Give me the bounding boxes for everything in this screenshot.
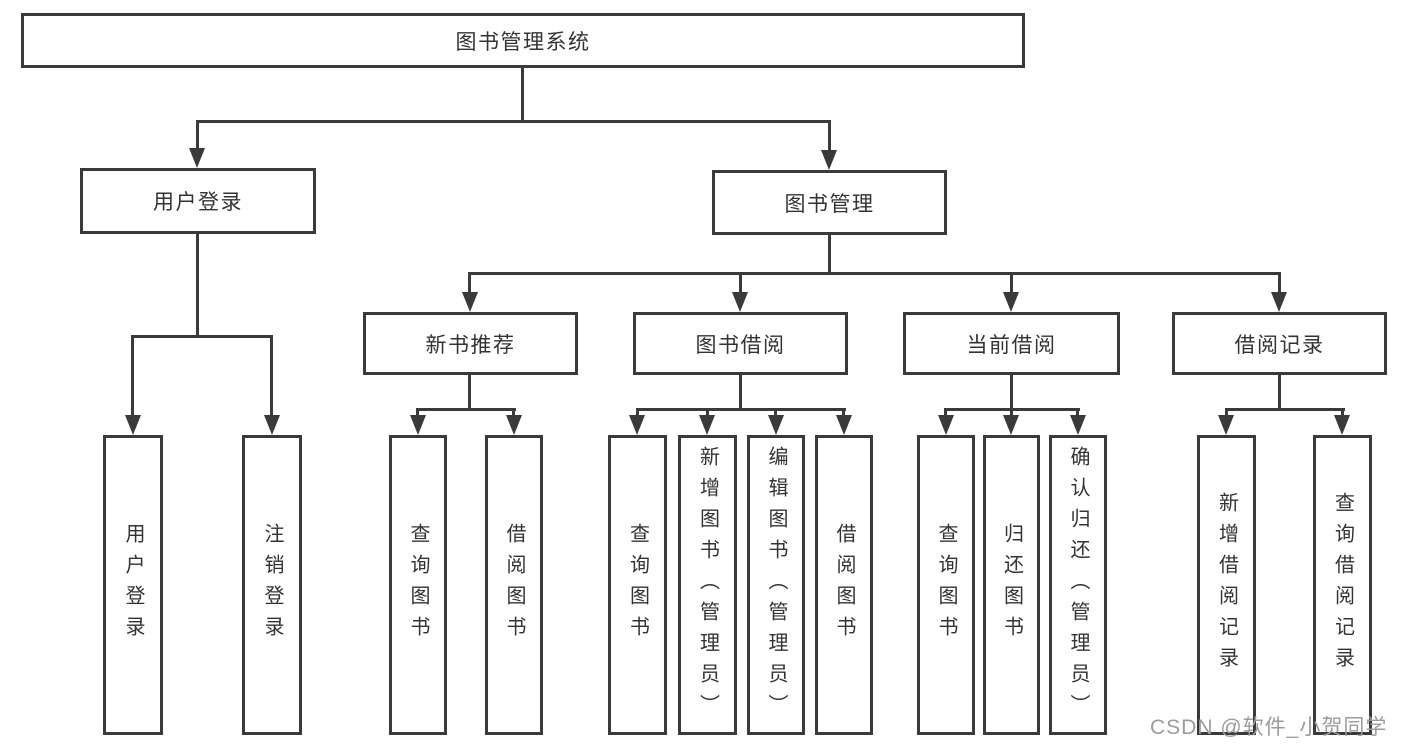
leaf-borrow-book-label: 借阅图书 (833, 523, 855, 647)
arrow-down-icon (1070, 415, 1086, 435)
arrow-down-icon (264, 415, 280, 435)
connector-line (196, 120, 831, 123)
leaf-add-borrow-record: 新增借阅记录 (1197, 435, 1256, 735)
arrow-down-icon (1003, 415, 1019, 435)
leaf-borrow-books-recommend: 借阅图书 (485, 435, 543, 735)
connector-line (468, 272, 471, 294)
connector-line (1010, 272, 1013, 294)
arrow-down-icon (1334, 415, 1350, 435)
leaf-query-borrow-record-label: 查询借阅记录 (1331, 492, 1354, 678)
connector-line (1278, 375, 1281, 411)
connector-line (270, 335, 273, 417)
leaf-user-login-label: 用户登录 (122, 523, 144, 647)
leaf-query-books-recommend-label: 查询图书 (407, 523, 429, 647)
connector-line (1278, 272, 1281, 294)
arrow-down-icon (938, 415, 954, 435)
arrow-down-icon (506, 415, 522, 435)
node-book-borrowing: 图书借阅 (633, 312, 848, 375)
leaf-edit-book-admin: 编辑图书（管理员） (747, 435, 805, 735)
leaf-add-book-admin-label: 新增图书（管理员） (696, 445, 719, 725)
connector-line (1010, 375, 1013, 411)
leaf-confirm-return-admin-label: 确认归还（管理员） (1067, 445, 1089, 725)
connector-line (196, 120, 199, 150)
connector-line (706, 408, 709, 418)
arrow-down-icon (699, 415, 715, 435)
arrow-down-icon (125, 415, 141, 435)
node-user-login: 用户登录 (80, 168, 316, 234)
connector-line (131, 335, 134, 417)
arrow-down-icon (462, 292, 478, 312)
node-library-system: 图书管理系统 (21, 13, 1025, 68)
arrow-down-icon (836, 415, 852, 435)
leaf-query-books-borrowing-label: 查询图书 (626, 523, 649, 647)
leaf-user-login: 用户登录 (103, 435, 163, 735)
connector-line (416, 408, 516, 411)
leaf-edit-book-admin-label: 编辑图书（管理员） (765, 445, 787, 725)
connector-line (636, 408, 846, 411)
connector-line (468, 375, 471, 411)
node-book-management: 图书管理 (712, 170, 947, 235)
connector-line (1076, 408, 1079, 418)
connector-line (1010, 408, 1013, 418)
connector-line (636, 408, 639, 418)
connector-line (131, 335, 273, 338)
leaf-logout-label: 注销登录 (261, 523, 283, 647)
leaf-query-books-borrowing: 查询图书 (608, 435, 667, 735)
connector-line (739, 272, 742, 294)
connector-line (1341, 408, 1344, 418)
leaf-confirm-return-admin: 确认归还（管理员） (1049, 435, 1107, 735)
connector-line (774, 408, 777, 418)
leaf-return-book: 归还图书 (983, 435, 1040, 735)
connector-line (739, 375, 742, 411)
connector-line (828, 235, 831, 275)
leaf-query-books-current-label: 查询图书 (935, 523, 957, 647)
leaf-borrow-books-recommend-label: 借阅图书 (503, 523, 525, 647)
leaf-logout: 注销登录 (242, 435, 302, 735)
connector-line (1225, 408, 1345, 411)
connector-line (416, 408, 419, 418)
arrow-down-icon (1271, 292, 1287, 312)
node-new-book-recommendation: 新书推荐 (363, 312, 578, 375)
leaf-query-books-current: 查询图书 (917, 435, 975, 735)
node-borrowing-records: 借阅记录 (1172, 312, 1387, 375)
connector-line (828, 120, 831, 152)
connector-line (521, 68, 524, 120)
arrow-down-icon (189, 148, 205, 168)
leaf-return-book-label: 归还图书 (1000, 523, 1023, 647)
arrow-down-icon (732, 292, 748, 312)
connector-line (196, 234, 199, 335)
arrow-down-icon (768, 415, 784, 435)
connector-line (842, 408, 845, 418)
leaf-add-borrow-record-label: 新增借阅记录 (1215, 492, 1238, 678)
leaf-borrow-book: 借阅图书 (815, 435, 873, 735)
connector-line (944, 408, 947, 418)
arrow-down-icon (410, 415, 426, 435)
arrow-down-icon (629, 415, 645, 435)
connector-line (468, 272, 1280, 275)
connector-line (1225, 408, 1228, 418)
leaf-query-borrow-record: 查询借阅记录 (1313, 435, 1372, 735)
arrow-down-icon (821, 150, 837, 170)
arrow-down-icon (1218, 415, 1234, 435)
connector-line (512, 408, 515, 418)
leaf-query-books-recommend: 查询图书 (389, 435, 447, 735)
node-current-borrowing: 当前借阅 (903, 312, 1120, 375)
leaf-add-book-admin: 新增图书（管理员） (678, 435, 737, 735)
arrow-down-icon (1003, 292, 1019, 312)
csdn-watermark: CSDN @软件_小贺同学 (1150, 716, 1388, 739)
